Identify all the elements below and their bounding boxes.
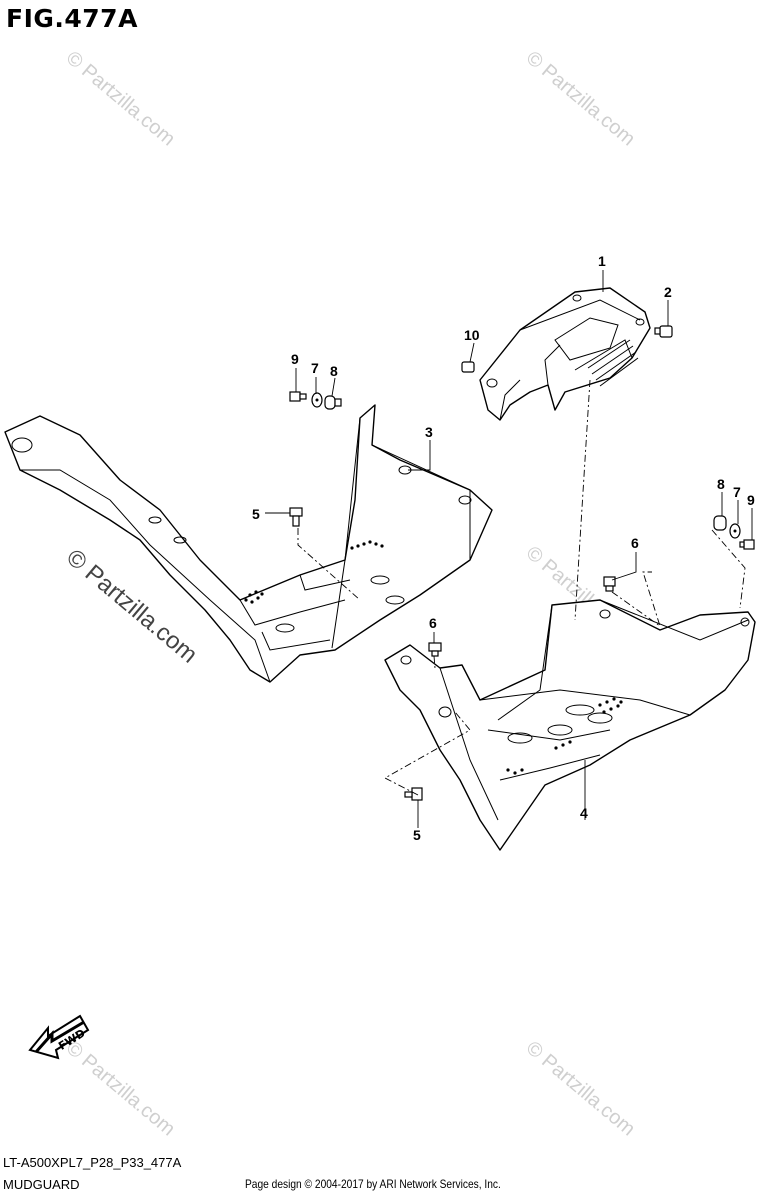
section-name: MUDGUARD — [3, 1177, 80, 1192]
callout-7-left: 7 — [311, 360, 319, 376]
bolt-9-right — [739, 539, 755, 550]
callout-6-center: 6 — [631, 535, 639, 551]
bolt-5-left — [289, 507, 303, 527]
washer-7-right — [729, 523, 741, 539]
callouts: 1 2 10 9 7 8 3 5 6 6 4 5 8 7 9 — [252, 253, 755, 843]
watermark-bottom-left: © Partzilla.com — [62, 1037, 179, 1140]
part-4-right-mudguard — [384, 599, 756, 851]
vent-slots — [587, 339, 639, 387]
bolt-10 — [461, 361, 475, 373]
callout-8-right: 8 — [717, 476, 725, 492]
callout-7-right: 7 — [733, 484, 741, 500]
tread-pattern-right — [506, 697, 623, 775]
model-code: LT-A500XPL7_P28_P33_477A — [3, 1155, 182, 1170]
watermark-bottom-right: © Partzilla.com — [522, 1037, 639, 1140]
callout-6-left: 6 — [429, 615, 437, 631]
washer-7-left — [311, 392, 323, 408]
leader-lines — [265, 270, 753, 828]
bolt-9-left — [289, 391, 307, 402]
grommet-8-left — [324, 395, 342, 410]
watermark-top-left: © Partzilla.com — [62, 47, 179, 150]
figure-title: FIG.477A — [6, 4, 138, 33]
tread-pattern-left — [244, 540, 384, 604]
callout-10: 10 — [464, 327, 480, 343]
callout-9-right: 9 — [747, 492, 755, 508]
callout-9-left: 9 — [291, 351, 299, 367]
part-1-cover — [479, 287, 651, 421]
grommet-8-right — [713, 515, 727, 531]
clip-6-left — [428, 642, 442, 657]
callout-3: 3 — [425, 424, 433, 440]
hardware — [289, 325, 755, 801]
callout-4: 4 — [580, 805, 588, 821]
copyright-notice: Page design © 2004-2017 by ARI Network S… — [245, 1177, 501, 1191]
watermark-top-right: © Partzilla.com — [522, 47, 639, 150]
part-3-left-mudguard — [4, 404, 493, 683]
clip-6-center — [603, 576, 616, 592]
callout-1: 1 — [598, 253, 606, 269]
callout-5-right: 5 — [413, 827, 421, 843]
callout-2: 2 — [664, 284, 672, 300]
nut-2 — [654, 325, 673, 338]
callout-5-left: 5 — [252, 506, 260, 522]
callout-8-left: 8 — [330, 363, 338, 379]
